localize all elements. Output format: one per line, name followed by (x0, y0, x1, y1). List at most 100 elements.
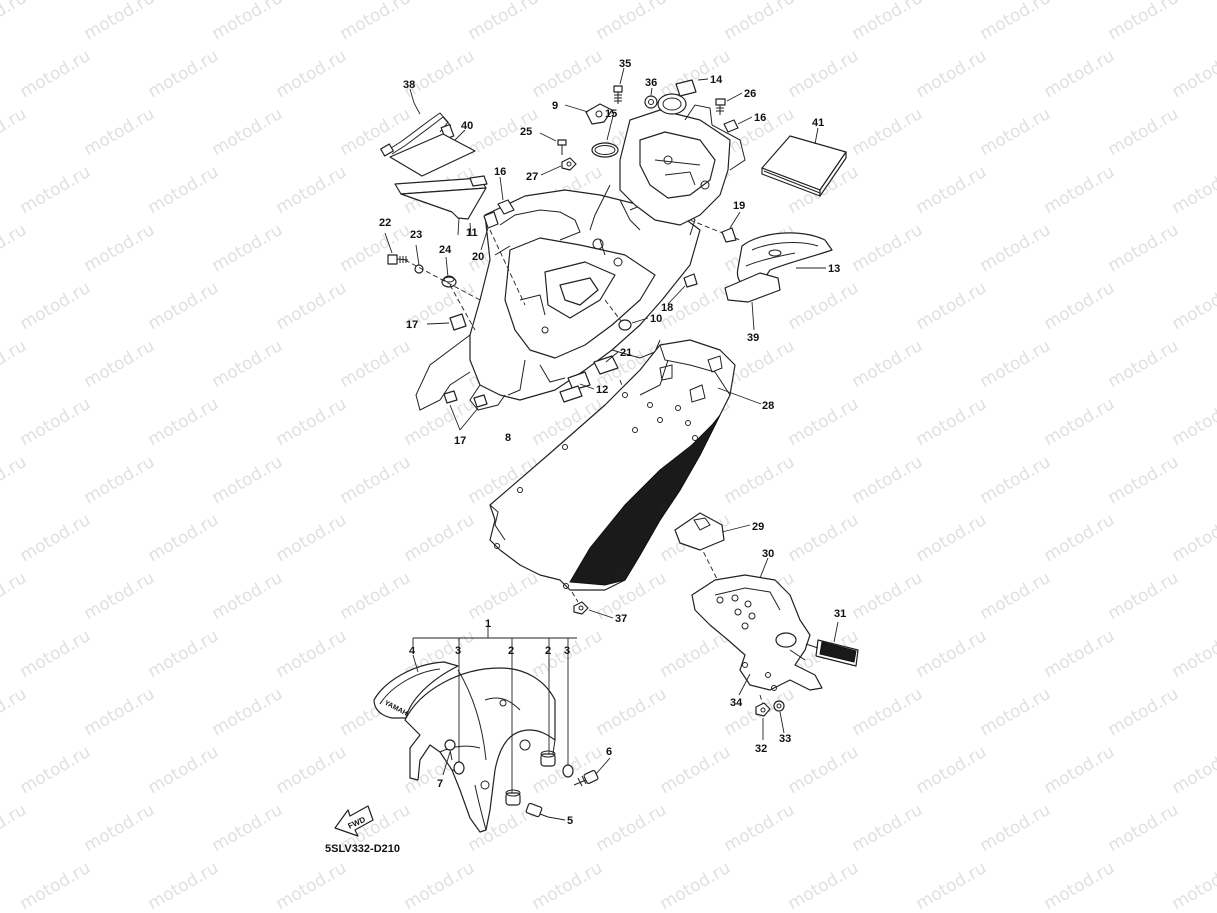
watermark-text: motod.ru (81, 800, 159, 856)
watermark-text: motod.ru (0, 0, 30, 44)
callout-30: 30 (762, 548, 774, 560)
watermark-text: motod.ru (785, 510, 863, 566)
part-10-plug (618, 319, 632, 331)
watermark-text: motod.ru (0, 568, 30, 624)
watermark-text: motod.ru (145, 162, 223, 218)
callout-40: 40 (461, 120, 473, 132)
watermark-text: motod.ru (145, 394, 223, 450)
callout-22: 22 (379, 217, 391, 229)
watermark-text: motod.ru (1105, 800, 1183, 856)
callout-31: 31 (834, 608, 846, 620)
watermark-text: motod.ru (145, 510, 223, 566)
watermark-text: motod.ru (337, 0, 415, 44)
part-6-bolt (573, 769, 599, 787)
part-28-rear-fender (489, 339, 736, 591)
watermark-text: motod.ru (1105, 684, 1183, 740)
watermark-text: motod.ru (145, 278, 223, 334)
watermark-text: motod.ru (529, 46, 607, 102)
part-31-reflector (805, 639, 859, 667)
watermark-text: motod.ru (1169, 162, 1217, 218)
watermark-text: motod.ru (273, 394, 351, 450)
part-17-clip-b (443, 390, 488, 408)
callout-17-top: 17 (406, 319, 418, 331)
callout-20: 20 (472, 251, 484, 263)
watermark-text: motod.ru (81, 0, 159, 44)
callout-21: 21 (620, 347, 632, 359)
watermark-text: motod.ru (657, 858, 735, 913)
watermark-text: motod.ru (337, 568, 415, 624)
watermark-text: motod.ru (401, 46, 479, 102)
watermark-text: motod.ru (913, 162, 991, 218)
callout-5: 5 (567, 815, 573, 827)
part-25-screw (557, 139, 567, 155)
callout-39: 39 (747, 332, 759, 344)
watermark-text: motod.ru (849, 104, 927, 160)
part-30-license-bracket (691, 574, 823, 691)
watermark-text: motod.ru (913, 510, 991, 566)
callout-13: 13 (828, 263, 840, 275)
part-32-nut (755, 702, 771, 717)
part-33-washer (773, 700, 785, 712)
callout-11: 11 (466, 227, 478, 239)
watermark-text: motod.ru (17, 394, 95, 450)
part-18-clip (683, 273, 698, 288)
part-3-washer-a (453, 761, 465, 775)
callout-9: 9 (552, 100, 558, 112)
watermark-text: motod.ru (1041, 162, 1119, 218)
callout-7: 7 (437, 778, 443, 790)
part-22-bolt (387, 254, 409, 265)
callout-29: 29 (752, 521, 764, 533)
watermark-text: motod.ru (1041, 510, 1119, 566)
watermark-text: motod.ru (145, 46, 223, 102)
watermark-text: motod.ru (913, 278, 991, 334)
watermark-text: motod.ru (209, 800, 287, 856)
callout-2-left: 2 (508, 645, 514, 657)
watermark-text: motod.ru (273, 858, 351, 913)
callout-27: 27 (526, 171, 538, 183)
watermark-text: motod.ru (593, 0, 671, 44)
part-17-clip-a (449, 313, 467, 331)
part-26-screw (715, 98, 726, 115)
watermark-text: motod.ru (977, 452, 1055, 508)
callout-28: 28 (762, 400, 774, 412)
watermark-text: motod.ru (0, 684, 30, 740)
callout-15: 15 (605, 108, 617, 120)
watermark-text: motod.ru (1041, 626, 1119, 682)
watermark-text: motod.ru (785, 394, 863, 450)
watermark-text: motod.ru (721, 452, 799, 508)
watermark-text: motod.ru (17, 858, 95, 913)
watermark-text: motod.ru (401, 510, 479, 566)
callout-3-right: 3 (564, 645, 570, 657)
callout-16-right: 16 (754, 112, 766, 124)
callout-32: 32 (755, 743, 767, 755)
watermark-text: motod.ru (273, 626, 351, 682)
watermark-text: motod.ru (145, 742, 223, 798)
callout-6: 6 (606, 746, 612, 758)
watermark-text: motod.ru (1041, 278, 1119, 334)
watermark-text: motod.ru (0, 452, 30, 508)
watermark-text: motod.ru (593, 684, 671, 740)
watermark-text: motod.ru (145, 626, 223, 682)
watermark-text: motod.ru (977, 568, 1055, 624)
part-14-cap (657, 79, 697, 115)
watermark-text: motod.ru (209, 452, 287, 508)
part-35-screw (613, 85, 623, 104)
watermark-text: motod.ru (1169, 46, 1217, 102)
part-37-nut (573, 601, 589, 615)
callout-41: 41 (812, 117, 824, 129)
part-5-bolt (525, 802, 549, 818)
watermark-text: motod.ru (1105, 220, 1183, 276)
part-7-bolt (444, 739, 456, 761)
watermark-text: motod.ru (17, 510, 95, 566)
watermark-text: motod.ru (209, 220, 287, 276)
watermark-text: motod.ru (209, 0, 287, 44)
callout-24: 24 (439, 244, 452, 256)
part-4-decal: YAMAHA (373, 661, 459, 720)
part-16-clip-right (723, 119, 739, 133)
watermark-text: motod.ru (81, 336, 159, 392)
watermark-text: motod.ru (465, 568, 543, 624)
callout-23: 23 (410, 229, 422, 241)
watermark-text: motod.ru (1041, 394, 1119, 450)
part-3-washer-b (562, 764, 574, 778)
